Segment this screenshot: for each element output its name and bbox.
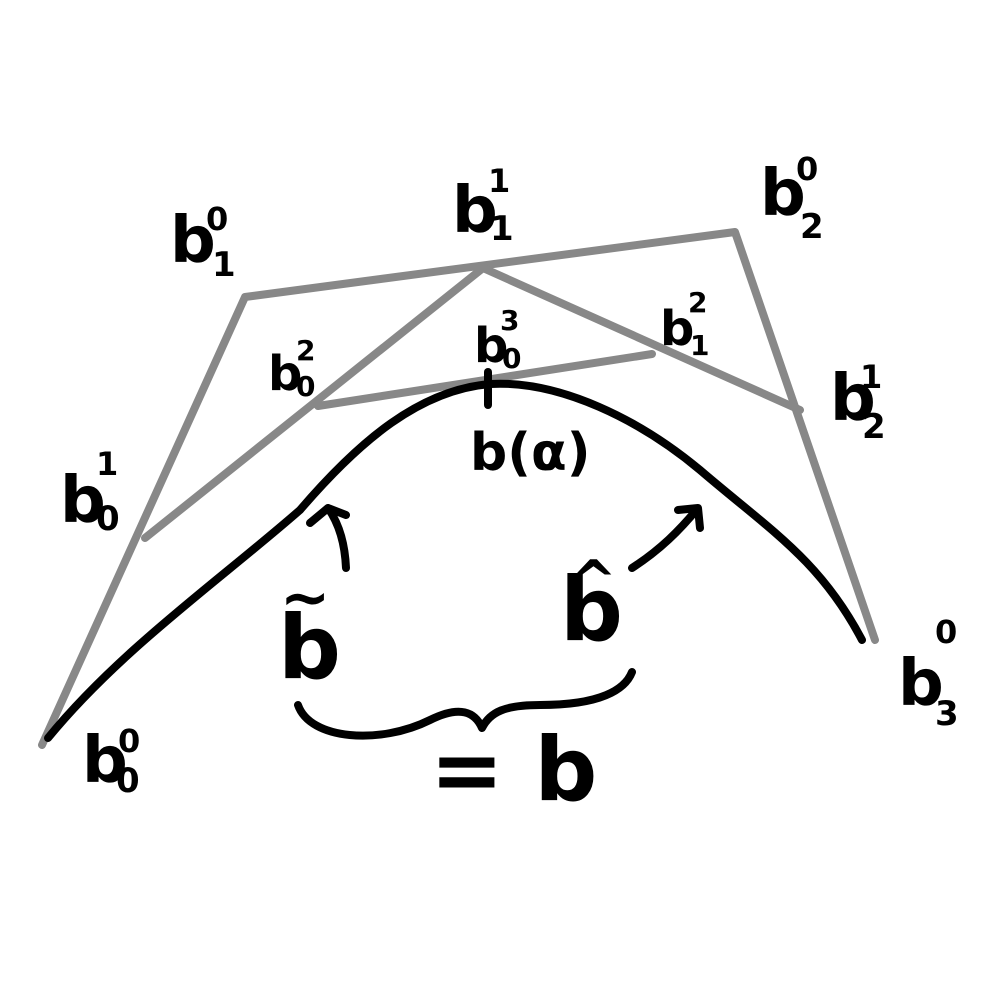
svg-text:1: 1 <box>488 162 510 200</box>
label-b-1-0: b 0 1 <box>170 200 236 285</box>
right-piece-label: b ^ <box>560 549 623 661</box>
svg-text:b: b <box>170 204 216 278</box>
svg-text:2: 2 <box>688 286 707 319</box>
label-b-0-0: b 0 0 <box>82 722 140 801</box>
svg-text:1: 1 <box>490 209 514 249</box>
left-arrow <box>306 504 350 572</box>
curly-brace <box>294 668 636 740</box>
left-piece-label: b ~ <box>278 563 341 699</box>
control-polygon <box>38 228 879 749</box>
svg-text:0: 0 <box>796 150 818 188</box>
curve-point-label: b(α) <box>470 423 590 483</box>
svg-text:0: 0 <box>502 342 521 375</box>
svg-text:b: b <box>60 464 106 538</box>
first-level-polygon <box>141 264 804 542</box>
label-b-1-2: b 2 1 <box>660 286 709 362</box>
svg-text:0: 0 <box>96 499 120 539</box>
hat-accent: ^ <box>570 549 617 614</box>
svg-text:1: 1 <box>860 358 882 396</box>
tilde-accent: ~ <box>280 563 330 633</box>
svg-text:0: 0 <box>116 761 140 801</box>
svg-text:b: b <box>82 724 128 798</box>
svg-text:2: 2 <box>296 334 315 367</box>
label-b-1-1: b 1 1 <box>452 162 514 249</box>
svg-text:0: 0 <box>206 200 228 238</box>
svg-text:1: 1 <box>96 445 118 483</box>
svg-text:0: 0 <box>118 722 140 760</box>
svg-text:2: 2 <box>800 207 824 247</box>
left-piece-base: b <box>278 596 341 699</box>
svg-text:1: 1 <box>212 245 236 285</box>
union-label: = b <box>430 718 597 821</box>
svg-text:1: 1 <box>690 329 709 362</box>
label-b-3-0: b 0 3 <box>898 613 959 734</box>
svg-text:0: 0 <box>296 370 315 403</box>
svg-text:b: b <box>452 174 498 248</box>
bezier-curve <box>44 379 866 742</box>
label-b-2-0: b 0 2 <box>760 150 824 247</box>
right-arrow <box>628 504 704 572</box>
label-b-0-1: b 1 0 <box>60 445 120 539</box>
svg-text:3: 3 <box>935 694 959 734</box>
label-b-0-2: b 2 0 <box>268 334 315 403</box>
svg-text:b: b <box>898 647 944 721</box>
label-b-0-3: b 3 0 <box>474 304 521 375</box>
svg-text:b: b <box>474 318 508 374</box>
svg-text:2: 2 <box>862 407 886 447</box>
svg-text:b: b <box>268 346 302 402</box>
right-piece-base: b <box>560 558 623 661</box>
svg-text:b: b <box>660 301 694 357</box>
svg-text:3: 3 <box>500 304 519 337</box>
label-b-2-1: b 1 2 <box>830 358 886 447</box>
svg-text:0: 0 <box>935 613 957 651</box>
svg-text:b: b <box>760 157 806 231</box>
svg-text:b: b <box>830 362 876 436</box>
